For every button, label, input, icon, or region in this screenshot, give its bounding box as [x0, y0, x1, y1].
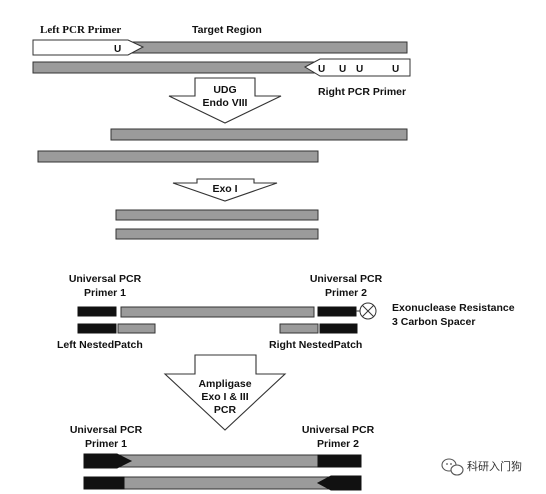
udg-label: UDG — [213, 84, 236, 96]
primer-2-label-final: Primer 2 — [317, 438, 359, 450]
pcr-label: PCR — [214, 404, 237, 416]
uracil-marker: U — [318, 64, 325, 75]
primer-2-label: Primer 2 — [325, 287, 367, 299]
universal-primer-1-bar — [77, 306, 117, 317]
final-primer-1-block — [83, 476, 125, 490]
primer-1-label-final: Primer 1 — [85, 438, 127, 450]
universal-pcr-label-right-final: Universal PCR — [302, 424, 375, 436]
right-nested-patch-grey — [279, 323, 319, 334]
left-nested-patch-grey — [117, 323, 156, 334]
circled-x-icon — [359, 302, 377, 320]
universal-pcr-label-right: Universal PCR — [310, 273, 383, 285]
universal-pcr-label-left: Universal PCR — [69, 273, 142, 285]
bottom-strand-3 — [115, 228, 319, 240]
watermark-text: 科研入门狗 — [467, 459, 522, 473]
exo-i-label: Exo I — [212, 183, 237, 195]
wechat-icon — [441, 458, 464, 476]
uracil-marker: U — [339, 64, 346, 75]
endo-viii-label: Endo VIII — [203, 97, 248, 109]
bottom-strand-2 — [37, 150, 319, 163]
exo-i-arrow — [172, 178, 278, 202]
universal-primer-2-bar — [317, 306, 357, 317]
final-primer-2-block — [317, 454, 362, 468]
exonuclease-resistance-label: Exonuclease Resistance — [392, 302, 515, 314]
right-nested-patch-black — [319, 323, 358, 334]
right-pcr-primer-label: Right PCR Primer — [318, 86, 406, 98]
target-strand-4 — [120, 306, 315, 318]
uracil-marker: U — [392, 64, 399, 75]
left-nested-patch-black — [77, 323, 117, 334]
left-pcr-primer-label: Left PCR Primer — [40, 24, 121, 36]
final-primer-2-arrow — [316, 475, 362, 491]
top-strand-2 — [110, 128, 408, 141]
target-region-label: Target Region — [192, 24, 262, 36]
primer-1-label: Primer 1 — [84, 287, 126, 299]
final-primer-1-arrow — [83, 453, 133, 469]
top-strand-3 — [115, 209, 319, 221]
left-pcr-primer-arrow — [32, 39, 145, 56]
ampligase-arrow — [163, 354, 287, 431]
uracil-marker: U — [356, 64, 363, 75]
udg-endo-viii-arrow — [168, 77, 282, 124]
carbon-spacer-label: 3 Carbon Spacer — [392, 316, 475, 328]
left-nested-patch-label: Left NestedPatch — [57, 339, 143, 351]
universal-pcr-label-left-final: Universal PCR — [70, 424, 143, 436]
right-pcr-primer-arrow — [303, 58, 411, 77]
ampligase-label: Ampligase — [198, 378, 251, 390]
exo-i-iii-label: Exo I & III — [201, 391, 248, 403]
right-nested-patch-label: Right NestedPatch — [269, 339, 362, 351]
uracil-marker: U — [114, 44, 121, 55]
